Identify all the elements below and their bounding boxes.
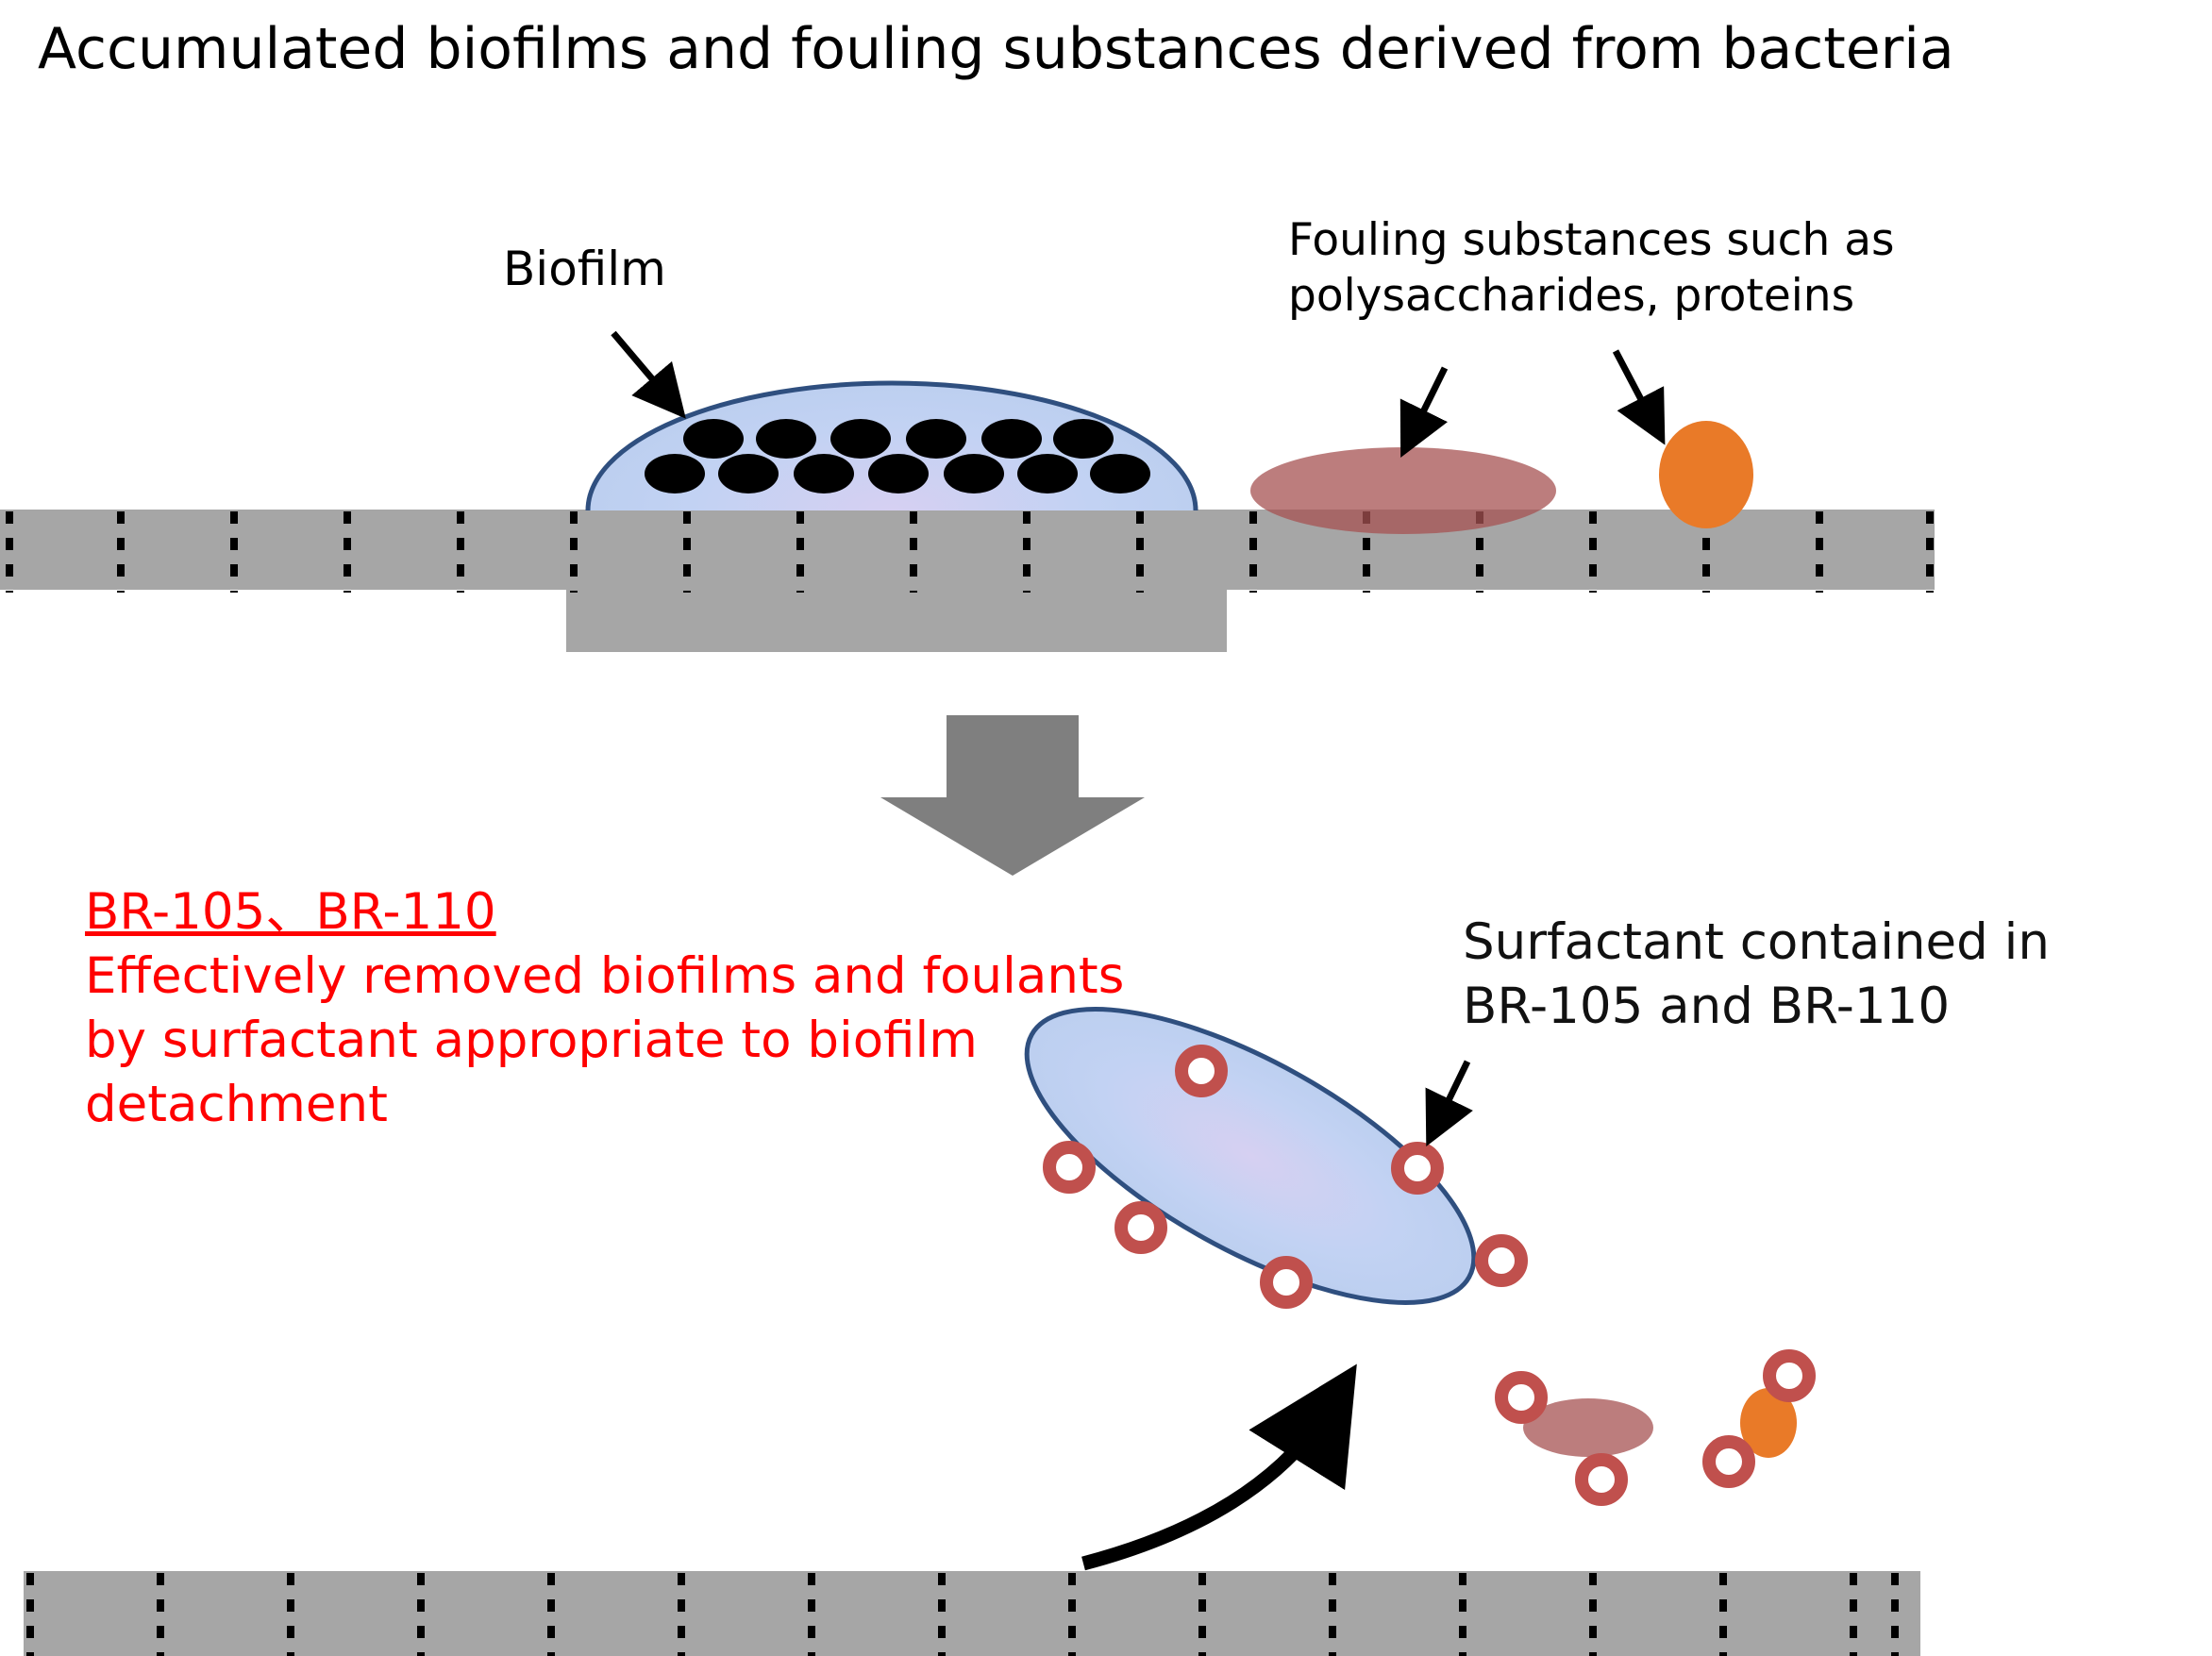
bottom-membrane [24,1571,1920,1656]
protein-pointer-arrow [1612,349,1666,445]
protein-detached [1740,1388,1797,1458]
biofilm-detached [1024,1007,1477,1305]
surfactant-molecule [1114,1201,1167,1254]
surfactant-molecule [1391,1142,1444,1195]
surfactant-molecule [1260,1256,1313,1309]
result-line-1: Effectively removed biofilms and foulant… [85,947,1125,1005]
fouling-label-line-1: Fouling substances such as [1288,214,1895,266]
detachment-curved-arrow [1081,1363,1357,1571]
biofilm-attached [566,380,1227,652]
biofilm-label: Biofilm [503,242,666,296]
fouling-substances-label: Fouling substances such as polysaccharid… [1288,212,1895,324]
polysaccharide-deposit [1250,447,1556,534]
surfactant-label-line-2: BR-105 and BR-110 [1463,978,1951,1035]
surfactant-label-line-1: Surfactant contained in [1463,913,2050,971]
process-down-arrow [880,715,1145,876]
protein-deposit [1659,421,1753,528]
result-description: BR-105、BR-110 Effectively removed biofil… [85,880,1124,1137]
surfactant-label: Surfactant contained in BR-105 and BR-11… [1463,911,2050,1039]
result-heading: BR-105、BR-110 [85,883,496,941]
surfactant-molecule [1575,1453,1628,1506]
surfactant-molecule [1475,1234,1528,1287]
bacteria-cluster [645,419,1150,493]
biofilm-pointer-arrow [611,330,686,419]
surfactant-pointer-arrow [1425,1060,1473,1147]
surfactant-molecule [1702,1435,1755,1488]
polysaccharide-detached [1523,1398,1653,1457]
surfactant-molecule [1495,1371,1548,1424]
diagram-title: Accumulated biofilms and fouling substan… [38,16,1954,82]
fouling-label-line-2: polysaccharides, proteins [1288,270,1855,322]
surfactant-molecules [1043,1045,1816,1506]
result-line-3: detachment [85,1076,388,1133]
polysaccharide-pointer-arrow [1399,366,1449,458]
result-line-2: by surfactant appropriate to biofilm [85,1012,978,1069]
surfactant-molecule [1175,1045,1228,1097]
surfactant-molecule [1763,1349,1816,1402]
surfactant-molecule [1043,1141,1096,1194]
